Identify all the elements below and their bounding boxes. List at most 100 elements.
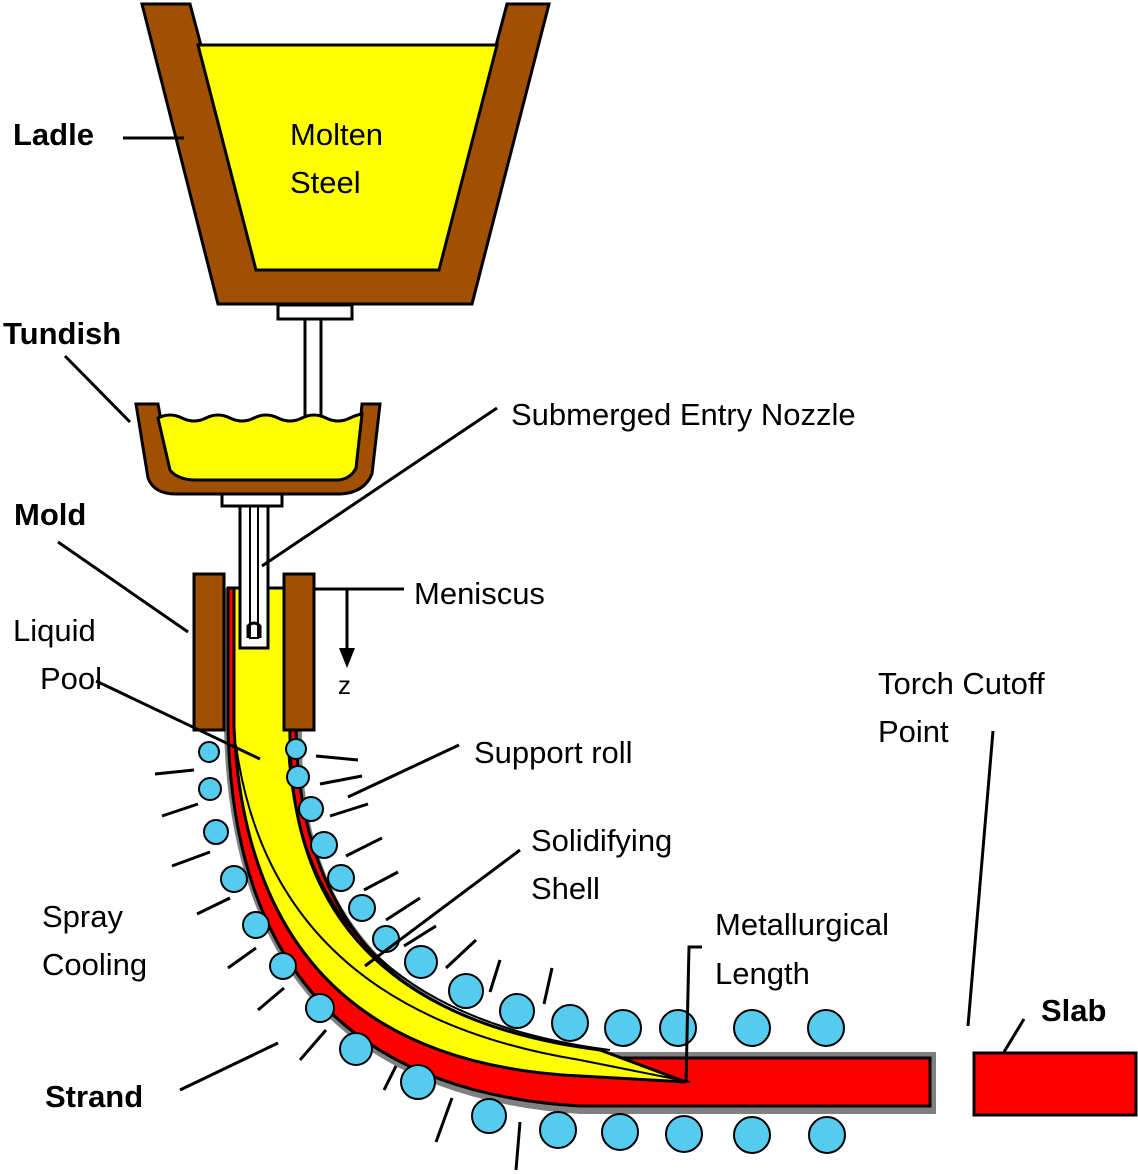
support-roll bbox=[220, 865, 248, 893]
support-roll bbox=[551, 1004, 589, 1042]
support-roll-leader bbox=[347, 743, 460, 799]
support-roll bbox=[327, 864, 355, 892]
ladle bbox=[140, 2, 551, 431]
label-support-roll: Support roll bbox=[474, 735, 633, 770]
torch-leader bbox=[966, 730, 995, 1027]
tundish-nozzle-plate bbox=[220, 492, 284, 508]
sen-bore bbox=[249, 505, 259, 639]
leader-lines bbox=[57, 136, 1026, 1092]
support-roll bbox=[372, 925, 400, 953]
support-roll bbox=[298, 796, 324, 822]
support-roll bbox=[499, 993, 535, 1029]
label-sen: Submerged Entry Nozzle bbox=[511, 397, 856, 432]
solidifying-shell-line-outer bbox=[287, 744, 611, 1051]
spray-cooling-jets bbox=[154, 754, 554, 1171]
label-molten-steel-1: Molten bbox=[290, 117, 383, 152]
label-liquid-pool-2: Pool bbox=[40, 661, 102, 696]
spray-jet bbox=[196, 896, 231, 916]
z-axis-arrowhead bbox=[339, 648, 355, 668]
mold-wall-right bbox=[282, 572, 316, 732]
spray-jet bbox=[434, 1097, 454, 1143]
support-roll bbox=[665, 1115, 703, 1153]
spray-jet bbox=[257, 986, 285, 1012]
support-roll bbox=[348, 894, 376, 922]
support-roll bbox=[203, 819, 229, 845]
support-roll bbox=[198, 777, 222, 801]
spray-jet bbox=[385, 896, 421, 922]
support-roll bbox=[269, 952, 297, 980]
label-met-length-2: Length bbox=[715, 956, 810, 991]
label-ladle: Ladle bbox=[13, 117, 94, 152]
label-strand: Strand bbox=[45, 1079, 143, 1114]
support-roll bbox=[807, 1009, 845, 1047]
tundish-leader bbox=[63, 354, 132, 424]
support-roll bbox=[285, 738, 307, 760]
support-roll bbox=[539, 1111, 577, 1149]
spray-jet bbox=[329, 802, 369, 818]
spray-jet bbox=[488, 959, 502, 993]
label-slab: Slab bbox=[1041, 993, 1106, 1028]
spray-jet bbox=[382, 1065, 398, 1091]
label-torch-1: Torch Cutoff bbox=[878, 666, 1045, 701]
submerged-entry-nozzle bbox=[238, 504, 270, 650]
shell-leader bbox=[364, 848, 521, 968]
z-axis bbox=[315, 587, 404, 668]
spray-jet bbox=[154, 768, 195, 776]
liquid-pool-leader bbox=[95, 679, 261, 761]
tundish bbox=[134, 402, 382, 508]
support-roll bbox=[604, 1009, 642, 1047]
spray-jet bbox=[171, 850, 211, 868]
spray-jet bbox=[319, 774, 363, 786]
met-length-leader bbox=[684, 945, 702, 1083]
support-roll bbox=[305, 993, 335, 1023]
labels: Ladle Molten Steel Tundish Submerged Ent… bbox=[3, 117, 1106, 1114]
sen-tube bbox=[238, 504, 270, 650]
label-spray-2: Cooling bbox=[42, 947, 147, 982]
sen-leader bbox=[261, 406, 498, 568]
mold-leader bbox=[57, 540, 189, 634]
support-roll bbox=[400, 1064, 436, 1100]
mold bbox=[192, 572, 316, 732]
support-roll bbox=[601, 1113, 639, 1151]
spray-jet bbox=[315, 754, 359, 762]
spray-jet bbox=[514, 1121, 522, 1171]
ladle-nozzle-plate bbox=[276, 303, 354, 321]
support-roll bbox=[659, 1009, 697, 1047]
spray-jet bbox=[403, 924, 437, 948]
mold-wall-left bbox=[192, 572, 226, 732]
spray-jet bbox=[444, 938, 478, 970]
support-roll bbox=[733, 1116, 771, 1154]
support-roll bbox=[310, 831, 338, 859]
label-shell-1: Solidifying bbox=[531, 823, 672, 858]
label-z: z bbox=[338, 670, 351, 700]
tundish-molten-steel bbox=[156, 412, 364, 482]
label-torch-2: Point bbox=[878, 714, 949, 749]
label-spray-1: Spray bbox=[42, 899, 123, 934]
support-roll bbox=[242, 911, 270, 939]
support-roll bbox=[404, 945, 438, 979]
ladle-shroud bbox=[303, 317, 323, 431]
support-roll bbox=[339, 1032, 373, 1066]
spray-jet bbox=[345, 836, 383, 858]
spray-jet bbox=[161, 802, 199, 818]
spray-jet bbox=[542, 967, 554, 1005]
label-molten-steel-2: Steel bbox=[290, 165, 361, 200]
label-meniscus: Meniscus bbox=[414, 576, 545, 611]
slab-leader bbox=[1002, 1018, 1026, 1053]
label-tundish: Tundish bbox=[3, 316, 121, 351]
sen-port bbox=[246, 621, 262, 638]
support-roll bbox=[286, 765, 310, 789]
slab bbox=[972, 1051, 1138, 1117]
support-roll bbox=[448, 973, 484, 1009]
spray-jet bbox=[227, 946, 257, 970]
ladle-molten-steel bbox=[196, 43, 499, 272]
strand-leader bbox=[179, 1041, 279, 1092]
label-shell-2: Shell bbox=[531, 871, 600, 906]
label-liquid-pool-1: Liquid bbox=[13, 613, 96, 648]
solidifying-shell-line-inner bbox=[235, 744, 691, 1083]
label-met-length-1: Metallurgical bbox=[715, 907, 889, 942]
label-mold: Mold bbox=[14, 497, 86, 532]
support-roll bbox=[198, 741, 220, 763]
support-roll bbox=[733, 1009, 771, 1047]
